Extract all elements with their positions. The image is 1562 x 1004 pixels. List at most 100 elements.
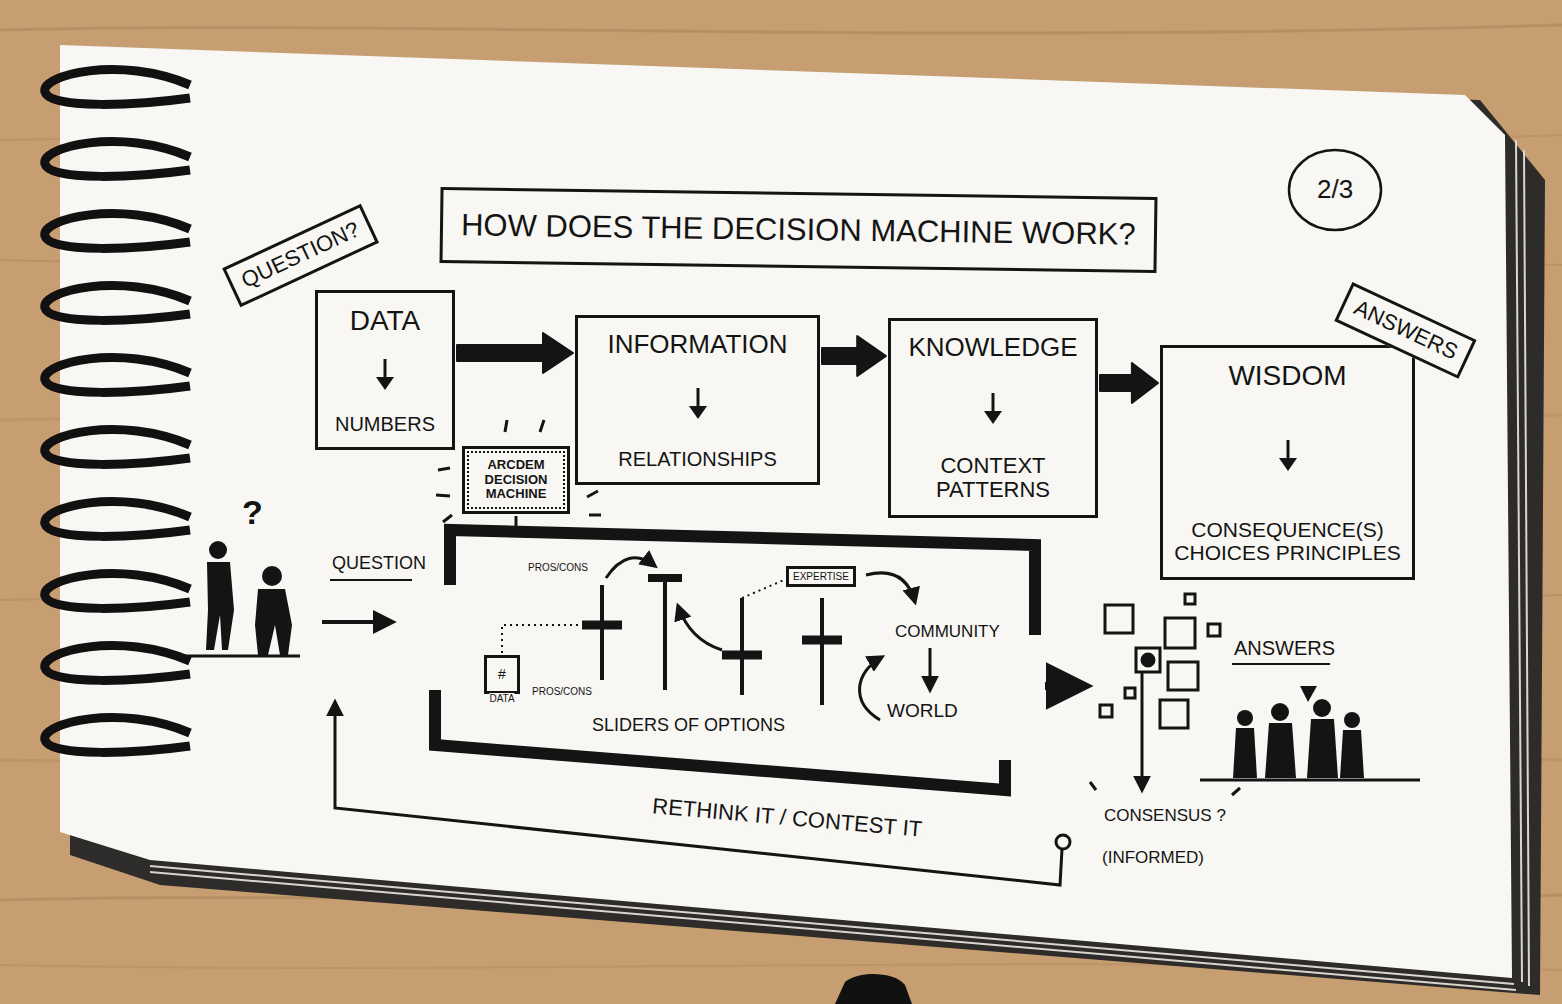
page-number-circle [1289,150,1381,230]
option-sliders-part [663,578,667,690]
feedback-loop-part [1056,835,1070,849]
page-number-circle-part [1289,150,1381,230]
question-mark: ? [240,493,265,532]
answer-squares-part [1160,700,1188,728]
down-arrow-shaft [1286,440,1289,460]
people-answering-part [1307,719,1338,778]
down-arrow-head [376,377,394,390]
answer-squares-part [1232,788,1240,795]
answer-squares-part [1105,605,1133,633]
answer-squares [1090,594,1330,795]
small-box: EXPERTISE [786,566,856,587]
answer-squares-part [1100,705,1112,717]
people-answering-part [1344,712,1360,728]
people-asking-part [262,566,282,586]
spiral-binding-part [45,286,190,321]
option-sliders-part [648,574,682,582]
machine-sparks-part [443,515,452,522]
notebook-part [1516,140,1522,982]
answer-squares-part [1136,648,1160,672]
scope-label: WORLD [885,700,960,722]
answer-squares-part [1208,624,1220,636]
spiral-binding-part [45,70,190,105]
stage-box: INFORMATIONRELATIONSHIPS [575,315,820,485]
spiral-binding-part [45,646,190,681]
people-answering-part [1313,699,1331,717]
node-heading: # [498,667,506,683]
option-sliders [502,558,930,720]
down-arrow-shaft [696,388,699,408]
machine-frame [435,530,1035,790]
machine-sparks-part [505,420,507,432]
down-arrow [1277,438,1299,472]
option-sliders-part [820,598,824,705]
answer-squares-part [1090,782,1096,790]
question-arrow-part [322,620,392,624]
people-answering-part [1300,686,1317,702]
caption-note: SLIDERS OF OPTIONS [590,715,787,736]
machine-box: ARCDEM DECISION MACHINE [462,446,570,514]
option-sliders-part [502,625,580,653]
notebook-part [60,45,1512,978]
people-answering-part [1265,723,1296,778]
down-arrow [687,386,709,420]
answer-squares-part [1168,662,1198,690]
title-box: HOW DOES THE DECISION MACHINE WORK? [440,187,1158,273]
option-sliders-part [606,558,655,578]
spiral-binding-part [45,142,190,177]
flow-arrow [1100,363,1158,403]
stage-box: DATA NUMBERS [315,290,455,450]
spiral-binding-part [45,718,190,753]
option-sliders-part [722,651,762,660]
node-heading: EXPERTISE [793,571,849,582]
slider-label: PROS/CONS [526,562,590,574]
answer-squares-part [1165,618,1195,648]
feedback-loop [335,702,1070,885]
output-arrow-part [1045,682,1084,690]
option-sliders-part [582,621,622,630]
machine-sparks-part [589,514,601,517]
node-heading: DATA [350,305,421,336]
people-answering-part [1271,703,1289,721]
spiral-binding-part [45,430,190,465]
notebook-part [1524,150,1529,986]
option-sliders-part [929,648,932,690]
option-sliders-part [742,580,784,598]
answers-label: ANSWERS [1232,637,1337,660]
consensus-label: CONSENSUS ? [1102,806,1228,826]
flow-arrow-shape [1100,363,1158,403]
answer-squares-part [1141,672,1144,790]
option-sliders-part [678,606,722,650]
spiral-binding [45,70,190,753]
option-sliders-part [600,585,604,680]
answer-squares-part [1185,594,1195,604]
people-asking-part [180,655,300,658]
spiral-binding-part [45,502,190,537]
machine-sparks-part [436,495,450,496]
down-arrow-head [1279,458,1297,471]
people-asking [180,541,300,656]
notebook-part [150,866,1514,984]
notebook [60,45,1545,995]
people-answering [1200,686,1420,780]
answer-squares-part [1142,654,1154,666]
node-heading: KNOWLEDGE [908,333,1077,362]
node-heading: QUESTION? [237,217,363,293]
flow-arrow [822,336,886,376]
feedback-label: RETHINK IT / CONTEST IT [649,793,925,842]
node-body: CONSEQUENCE(S) CHOICES PRINCIPLES [1173,518,1402,565]
node-body: NUMBERS [335,413,435,435]
question-arrow-part [330,579,412,581]
answer-squares-part [1232,663,1330,665]
notebook-part [150,872,1516,990]
page-number: 2/3 [1315,175,1355,205]
people-asking-part [206,562,234,650]
flow-arrow-shape [822,336,886,376]
stage-box: KNOWLEDGECONTEXT PATTERNS [888,318,1098,518]
machine-frame-part [435,690,1005,790]
machine-sparks-part [587,491,598,497]
pen [835,974,912,1004]
people-asking-part [255,589,292,655]
